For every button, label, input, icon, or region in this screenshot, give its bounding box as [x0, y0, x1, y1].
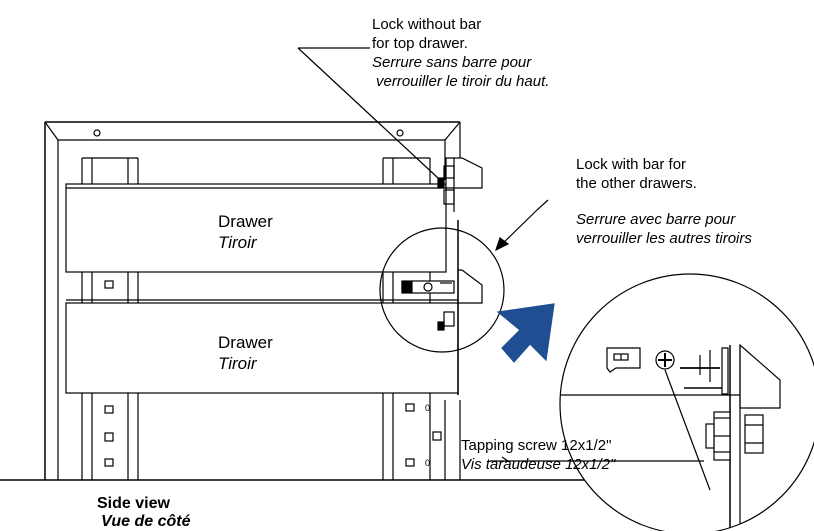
top-lock-label-fr-1: Serrure sans barre pour	[372, 54, 532, 71]
phillips-screw-icon	[655, 350, 675, 370]
cabinet-frame	[44, 121, 461, 480]
drawer-1-label-fr: Tiroir	[218, 233, 257, 252]
side-view-caption-en: Side view	[97, 495, 170, 512]
svg-text:0: 0	[425, 458, 430, 468]
bar-lock-label-fr-2: verrouiller les autres tiroirs	[576, 230, 752, 247]
side-view-caption-fr: Vue de côté	[101, 513, 191, 530]
svg-text:0: 0	[425, 403, 430, 413]
blue-arrow-icon	[496, 303, 555, 363]
screw-label-fr: Vis taraudeuse 12x1/2"	[461, 456, 616, 473]
top-lock-label-en-1: Lock without bar	[372, 16, 482, 33]
drawer-2	[65, 269, 483, 394]
zoom-source-circle	[379, 227, 505, 353]
screw-leader	[490, 369, 711, 491]
drawer-1-label-en: Drawer	[218, 212, 273, 231]
drawer-1	[65, 157, 483, 273]
bar-lock-label-fr-1: Serrure avec barre pour	[576, 211, 736, 228]
bar-lock-label-en-1: Lock with bar for	[576, 156, 687, 173]
bar-lock-label-en-2: the other drawers.	[576, 175, 697, 192]
drawer-2-label-en: Drawer	[218, 333, 273, 352]
screw-label-en: Tapping screw 12x1/2"	[461, 437, 612, 454]
leader-lines	[297, 47, 549, 462]
top-lock-label-fr-2: verrouiller le tiroir du haut.	[376, 73, 550, 90]
top-lock-label-en-2: for top drawer.	[372, 35, 468, 52]
top-lock	[437, 158, 455, 212]
drawer-2-label-fr: Tiroir	[218, 354, 257, 373]
zoom-detail	[559, 273, 814, 531]
bar-lock	[401, 280, 455, 331]
